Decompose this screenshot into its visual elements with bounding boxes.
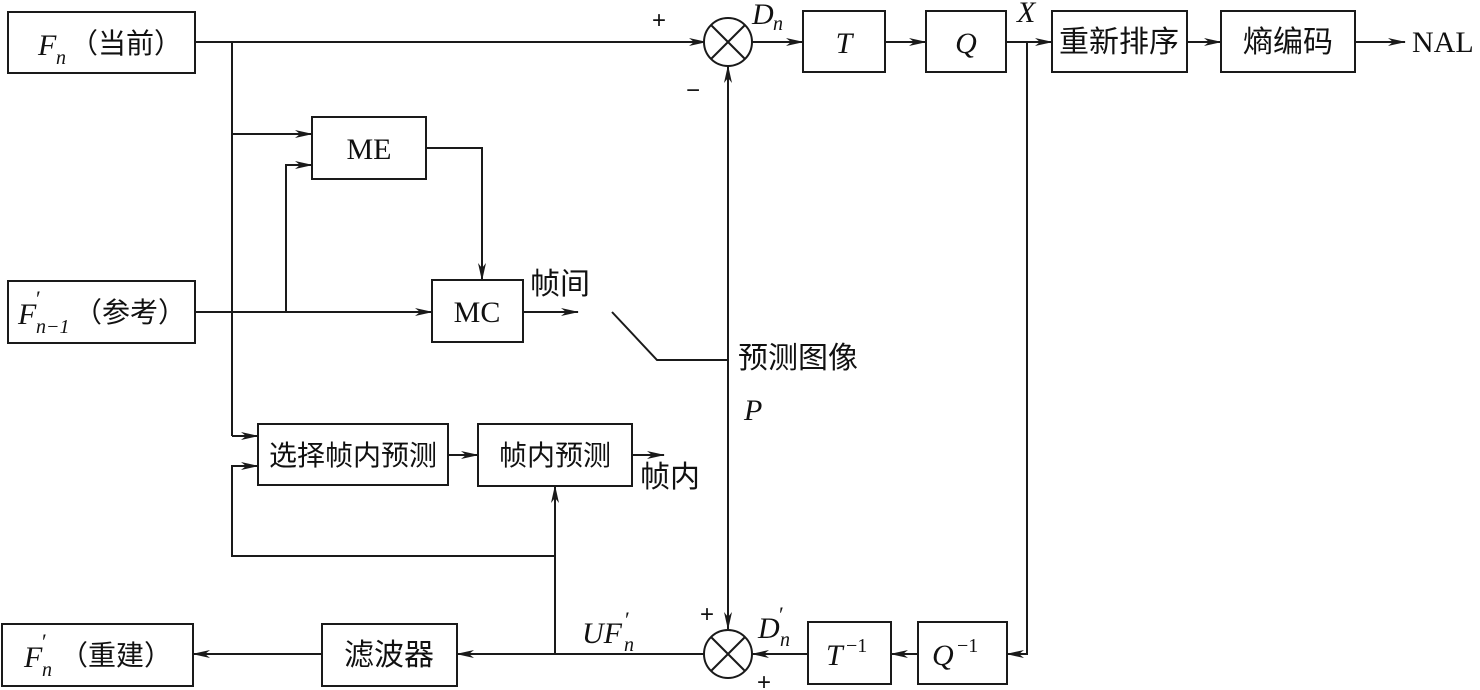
dn-base: D — [751, 0, 774, 31]
block-transform: T — [802, 10, 886, 73]
x-to-inverse-q-line — [1006, 42, 1028, 658]
x-label: X — [1016, 0, 1037, 29]
inverse-q-exp: −1 — [957, 635, 978, 657]
fn-current-label: （当前） — [70, 27, 182, 60]
fn-current-var: F — [37, 29, 57, 62]
prediction-image-label: 预测图像 — [738, 341, 858, 376]
bottom-plus-sign-bottom: + — [757, 669, 771, 690]
top-minus-sign: − — [686, 77, 700, 104]
block-mc: MC — [431, 279, 524, 343]
block-fn-current: F n （当前） — [7, 11, 196, 74]
block-entropy: 熵编码 — [1220, 10, 1356, 73]
recon-label: （重建） — [60, 639, 172, 672]
block-me: ME — [311, 116, 427, 180]
block-intra-pred: 帧内预测 — [477, 423, 633, 487]
dn-prime-label: D ′ n — [757, 602, 790, 651]
ref-sub: n−1 — [36, 316, 70, 338]
inverse-t-exp: −1 — [846, 635, 867, 657]
me-to-mc-line — [426, 147, 486, 281]
top-summing-junction — [703, 17, 753, 67]
intra-pred-label: 帧内预测 — [499, 439, 611, 472]
dn-label: D n — [751, 0, 783, 35]
ref-prime: ′ — [36, 286, 41, 311]
dn-prime-sub: n — [780, 629, 790, 651]
fn-current-sub: n — [56, 47, 66, 69]
t-label: T — [836, 27, 855, 60]
ufn-prime: ′ — [625, 607, 630, 632]
reorder-label: 重新排序 — [1059, 25, 1179, 60]
entropy-label: 熵编码 — [1243, 25, 1333, 60]
top-plus-sign: + — [652, 7, 666, 34]
inverse-t-base: T — [826, 639, 845, 672]
block-inverse-transform: T −1 — [807, 621, 892, 685]
ufn-sub: n — [624, 634, 634, 656]
block-reorder: 重新排序 — [1051, 10, 1188, 73]
dn-prime-mark: ′ — [779, 602, 784, 627]
mc-label: MC — [454, 296, 501, 329]
intra-select-label: 选择帧内预测 — [269, 439, 437, 472]
ufn-label: UF ′ n — [582, 607, 634, 656]
me-label: ME — [347, 133, 392, 166]
block-intra-select: 选择帧内预测 — [257, 423, 449, 486]
block-filter: 滤波器 — [321, 623, 458, 687]
recon-var: F — [23, 641, 43, 674]
recon-sub: n — [42, 659, 52, 681]
inter-label: 帧间 — [530, 267, 590, 302]
block-fn1-reference: F ′ n−1 （参考） — [7, 280, 196, 344]
q-label: Q — [955, 27, 977, 60]
recon-prime: ′ — [42, 629, 47, 654]
ref-label: （参考） — [74, 296, 186, 329]
ref-to-me-line — [285, 161, 313, 312]
nal-label: NAL — [1412, 26, 1474, 59]
block-inverse-quantize: Q −1 — [917, 621, 1008, 685]
p-label: P — [743, 394, 762, 427]
prediction-switch-line — [611, 311, 728, 361]
inverse-q-base: Q — [932, 639, 954, 672]
block-fn-reconstructed: F ′ n （重建） — [1, 623, 194, 687]
intra-label: 帧内 — [640, 460, 700, 495]
dn-prime-base: D — [757, 612, 780, 645]
block-quantize: Q — [925, 10, 1007, 73]
dn-sub: n — [773, 13, 783, 35]
filter-label: 滤波器 — [344, 638, 434, 673]
bottom-summing-junction — [703, 629, 753, 679]
ref-var: F — [17, 298, 37, 331]
ufn-base: UF — [582, 617, 623, 650]
ufn-to-intra-select-line — [231, 462, 555, 557]
connection-lines — [192, 38, 1406, 658]
bottom-plus-sign-top: + — [700, 601, 714, 628]
